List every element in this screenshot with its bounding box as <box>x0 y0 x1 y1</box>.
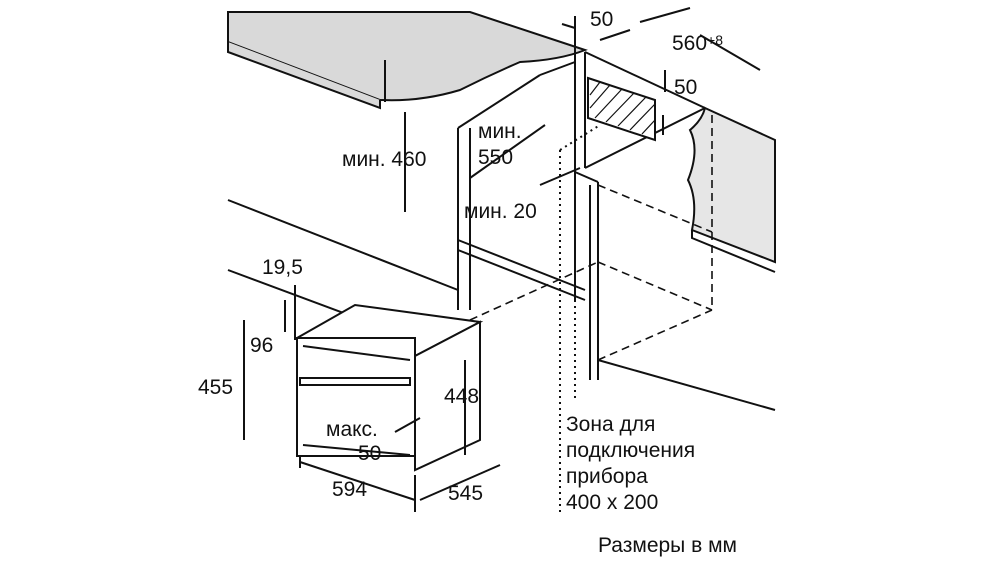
dim-455: 455 <box>198 376 234 399</box>
dim-594: 594 <box>332 478 368 501</box>
dim-545: 545 <box>448 482 484 505</box>
right-countertop <box>686 106 776 264</box>
zone-line-1: Зона для <box>566 413 656 436</box>
dim-max-50-l2: 50 <box>358 442 382 465</box>
dim-min-550-l2: 550 <box>478 146 514 169</box>
dim-19-5: 19,5 <box>262 256 303 279</box>
dim-min-20: мин. 20 <box>464 200 537 223</box>
units-note: Размеры в мм <box>598 534 737 557</box>
dim-96: 96 <box>250 334 274 357</box>
dim-niche-width-value: 560 <box>672 32 708 55</box>
dim-niche-width: 560+8 <box>672 32 723 56</box>
dim-niche-tolerance: +8 <box>707 32 724 48</box>
dim-max-50-l1: макс. <box>326 418 378 441</box>
zone-line-3: прибора <box>566 465 648 488</box>
dim-top-gap: 50 <box>590 8 614 31</box>
connection-zone-label: Зона для подключения прибора 400 x 200 <box>566 412 695 516</box>
dim-min-460: мин. 460 <box>342 148 427 171</box>
zone-line-2: подключения <box>566 439 696 462</box>
dim-448: 448 <box>444 385 480 408</box>
left-countertop <box>227 11 588 102</box>
zone-line-4: 400 x 200 <box>566 491 659 514</box>
dim-min-550-l1: мин. <box>478 120 522 143</box>
oven <box>243 285 501 512</box>
dim-cutout-height: 50 <box>674 76 698 99</box>
